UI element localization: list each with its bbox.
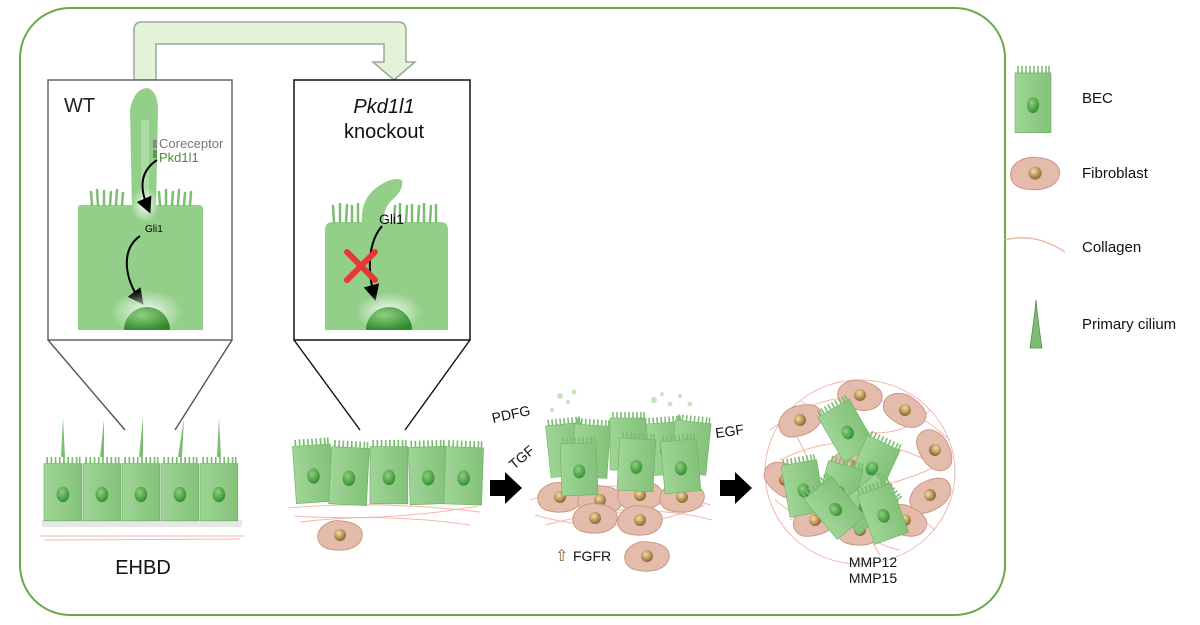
- bec-cell-icon: [1014, 65, 1052, 134]
- primary-cilium-icon: [1029, 299, 1043, 349]
- ehbd-epithelium: [40, 417, 245, 541]
- signal-tgf: TGF: [506, 442, 538, 472]
- fibroblast-icon: [1010, 156, 1061, 191]
- legend-label-primary-cilium: Primary cilium: [1082, 316, 1176, 333]
- signal-pdfg: PDFG: [490, 402, 531, 426]
- legend: BEC Fibroblast Collagen Primary cilium: [1004, 65, 1176, 349]
- ko-panel: Pkd1l1 knockout Gli1: [293, 79, 471, 341]
- legend-item-fibroblast: Fibroblast: [1010, 156, 1149, 191]
- legend-label-bec: BEC: [1082, 90, 1113, 107]
- inhibition-cross-icon: [344, 249, 378, 283]
- pkd1l1-label: Pkd1l1: [159, 150, 199, 165]
- ko-bent-cilium: [361, 179, 403, 224]
- coreceptor-marker: [153, 140, 157, 148]
- ehbd-label: EHBD: [115, 557, 171, 579]
- outer-frame: [19, 7, 1006, 616]
- early-fibrosis-cluster: [529, 389, 713, 572]
- legend-item-collagen: Collagen: [1004, 237, 1141, 256]
- advanced-fibrosis-cluster: [757, 376, 960, 565]
- ko-nucleus: [366, 307, 412, 330]
- fgfr-label: FGFR: [573, 548, 611, 564]
- collagen-icon: [1004, 237, 1066, 253]
- legend-label-fibroblast: Fibroblast: [1082, 165, 1149, 182]
- coreceptor-label: Coreceptor: [159, 136, 224, 151]
- ko-title-gene: Pkd1l1: [353, 96, 414, 118]
- signal-egf: EGF: [714, 421, 745, 441]
- ko-gli1-label: Gli1: [379, 211, 404, 227]
- pkd-marker: [153, 150, 157, 158]
- zoom-lines: [47, 339, 471, 431]
- ko-title: knockout: [344, 121, 424, 143]
- progression-arrow-1: [490, 472, 522, 504]
- legend-item-primary-cilium: Primary cilium: [1029, 299, 1176, 349]
- legend-item-bec: BEC: [1014, 65, 1113, 134]
- progression-arrow-2: [720, 472, 752, 504]
- ko-epithelium: [287, 436, 485, 551]
- transition-arrow: [133, 21, 418, 81]
- wt-title: WT: [64, 95, 95, 117]
- legend-label-collagen: Collagen: [1082, 239, 1141, 256]
- fgfr-up-arrow-icon: ⇧: [555, 548, 568, 565]
- wt-gli1-label: Gli1: [145, 224, 163, 235]
- mmp12-label: MMP12: [849, 554, 897, 570]
- wt-panel: WT Coreceptor Pkd1l1 Gli1: [47, 79, 233, 341]
- wt-nucleus: [124, 307, 170, 330]
- mmp15-label: MMP15: [849, 570, 897, 586]
